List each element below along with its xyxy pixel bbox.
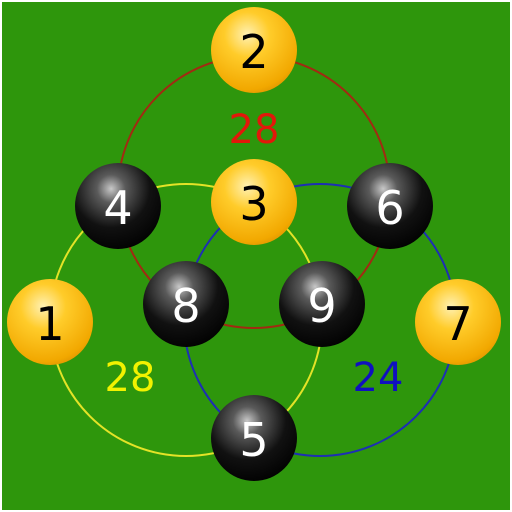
yellow-circle-sum: 28 [105,355,156,401]
ball-7[interactable]: 7 [415,279,501,365]
ball-1-body [7,279,93,365]
ball-2-label: 2 [239,25,268,79]
ball-8-body [143,261,229,347]
ball-9[interactable]: 9 [279,261,365,347]
ball-4-label: 4 [103,181,132,235]
ball-3-body [211,159,297,245]
ball-4[interactable]: 4 [75,163,161,249]
ball-6-label: 6 [375,181,404,235]
ball-2[interactable]: 2 [211,7,297,93]
ball-3-label: 3 [239,177,268,231]
ball-5[interactable]: 5 [211,395,297,481]
ball-2-body [211,7,297,93]
ball-1[interactable]: 1 [7,279,93,365]
blue-circle-sum: 24 [353,355,404,401]
ball-7-body [415,279,501,365]
ball-8-label: 8 [171,279,200,333]
ball-5-body [211,395,297,481]
ball-8[interactable]: 8 [143,261,229,347]
ball-6-body [347,163,433,249]
ball-7-label: 7 [443,297,472,351]
red-circle-sum: 28 [229,107,280,153]
ball-4-body [75,163,161,249]
ball-9-label: 9 [307,279,336,333]
ball-3[interactable]: 3 [211,159,297,245]
ball-5-label: 5 [239,413,268,467]
ball-6[interactable]: 6 [347,163,433,249]
ball-1-label: 1 [35,297,64,351]
ball-9-body [279,261,365,347]
